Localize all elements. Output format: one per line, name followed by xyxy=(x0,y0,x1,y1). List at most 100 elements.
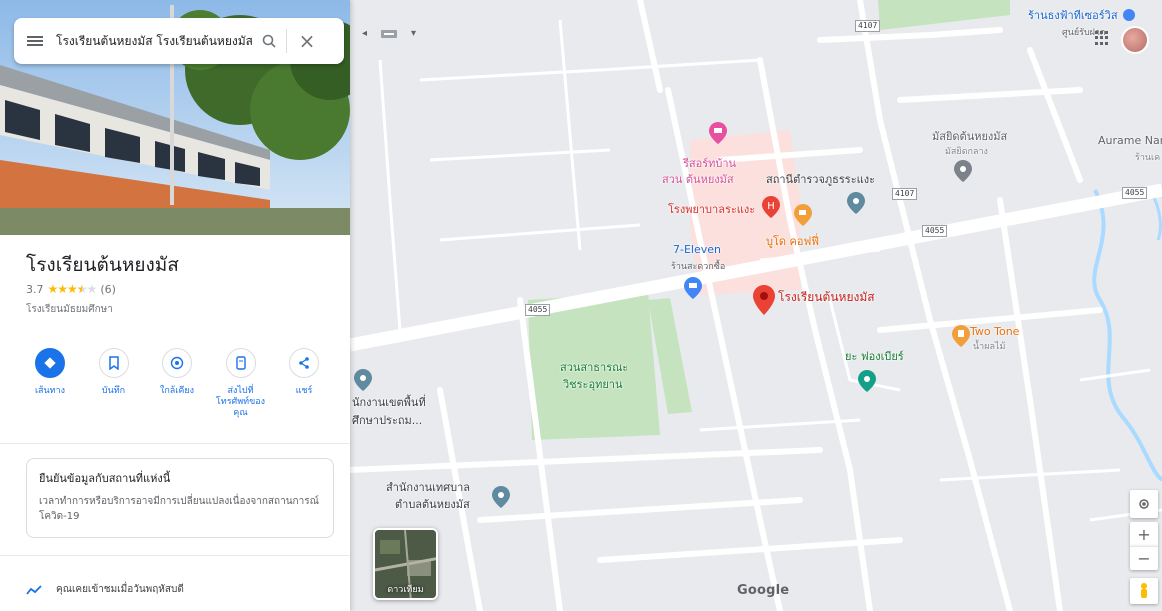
municipal-pin-icon[interactable] xyxy=(492,486,510,508)
search-box: × xyxy=(14,18,344,64)
close-icon: × xyxy=(298,29,316,53)
satellite-layer-toggle[interactable]: ดาวเทียม xyxy=(373,528,438,600)
store-pin-icon[interactable] xyxy=(684,277,702,299)
place-title: โรงเรียนต้นหยงมัส xyxy=(26,254,179,276)
map-label-police[interactable]: สถานีตำรวจภูธรระแงะ xyxy=(766,173,875,186)
map-label-park[interactable]: สวนสาธารณะ xyxy=(560,361,629,374)
place-side-panel: × โรงเรียนต้นหยงมัส 3.7 ★★★★★★ (6) โรงเร… xyxy=(0,0,350,611)
road-shield-4107: 4107 xyxy=(892,188,918,200)
cafe-pin-icon[interactable] xyxy=(794,204,812,226)
map-top-tools: ◂ ▾ xyxy=(362,28,416,39)
map-label-park-line2: วิชระอุทยาน xyxy=(563,378,623,391)
juice-pin-icon[interactable] xyxy=(952,325,970,347)
map-label-two-tone-sub: น้ำผลไม้ xyxy=(973,342,1006,352)
nearby-button[interactable]: ใกล้เคียง xyxy=(149,348,205,419)
minus-icon: − xyxy=(1137,549,1151,568)
map-label-municipal-line2: ตำบลต้นหยงมัส xyxy=(395,498,470,511)
map-label-office[interactable]: นักงานเขตพื้นที่ xyxy=(352,396,426,409)
review-count[interactable]: (6) xyxy=(100,282,116,296)
zoom-out-button[interactable]: − xyxy=(1130,546,1158,570)
map-label-seven-eleven[interactable]: 7-Eleven xyxy=(673,243,721,256)
menu-button[interactable] xyxy=(14,18,56,64)
pegman-icon xyxy=(1141,583,1147,598)
map-label-resort-line2: สวน ต้นหยงมัส xyxy=(662,173,734,186)
map-label-cafe[interactable]: บูโด คอฟฟี่ xyxy=(766,235,820,248)
map-label-shop[interactable]: ร้านธงฟ้าทีเซอร์วิส xyxy=(1028,9,1118,22)
chevron-down-icon[interactable]: ▾ xyxy=(411,28,417,39)
road-shield-4055: 4055 xyxy=(1122,187,1148,199)
share-icon xyxy=(299,357,309,369)
map-label-two-tone[interactable]: Two Tone xyxy=(970,325,1020,338)
shop-pin-icon[interactable] xyxy=(1122,8,1136,24)
keyboard-icon[interactable] xyxy=(381,29,398,39)
avatar[interactable] xyxy=(1121,26,1149,54)
send-to-phone-label: ส่งไปที่ โทรศัพท์ของ คุณ xyxy=(215,386,266,418)
rating-value: 3.7 xyxy=(26,282,44,296)
clear-search-button[interactable]: × xyxy=(287,18,327,64)
street-view-button[interactable] xyxy=(1130,578,1158,604)
search-icon xyxy=(262,34,276,48)
divider xyxy=(0,443,350,444)
selected-place-pin-icon[interactable] xyxy=(753,285,775,315)
directions-label: เส้นทาง xyxy=(34,386,66,396)
directions-icon xyxy=(44,357,56,369)
police-pin-icon[interactable] xyxy=(847,192,865,214)
map-label-school[interactable]: โรงเรียนต้นหยงมัส xyxy=(778,290,875,304)
save-circle xyxy=(98,348,129,378)
collapse-panel-icon[interactable]: ◂ xyxy=(362,28,368,39)
mosque-pin-icon[interactable] xyxy=(954,160,972,182)
search-button[interactable] xyxy=(252,18,286,64)
google-logo: Google xyxy=(737,583,790,598)
nearby-circle xyxy=(162,348,192,378)
visited-text: คุณเคยเข้าชมเมื่อวันพฤหัสบดี xyxy=(56,584,184,595)
satellite-label: ดาวเทียม xyxy=(387,585,424,595)
map-label-seven-eleven-sub: ร้านสะดวกซื้อ xyxy=(671,262,726,272)
map-label-office-line2: ศึกษาประถม... xyxy=(352,414,423,427)
visited-history-row[interactable]: คุณเคยเข้าชมเมื่อวันพฤหัสบดี xyxy=(26,582,184,597)
satellite-thumbnail-icon xyxy=(375,530,436,598)
nearby-icon xyxy=(170,356,184,370)
resort-pin-icon[interactable] xyxy=(709,122,727,144)
bookmark-icon xyxy=(108,356,119,370)
place-category[interactable]: โรงเรียนมัธยมศึกษา xyxy=(26,304,113,315)
share-button[interactable]: แชร์ xyxy=(276,348,332,419)
map-label-aurame[interactable]: Aurame Nar xyxy=(1098,134,1162,147)
plus-icon: + xyxy=(1137,524,1151,544)
road-shield-4055: 4055 xyxy=(922,225,948,237)
zoom-in-button[interactable]: + xyxy=(1130,522,1158,546)
office-pin-icon[interactable] xyxy=(354,369,372,391)
send-to-phone-icon xyxy=(235,356,246,370)
map-label-resort[interactable]: รีสอร์ทบ้าน xyxy=(683,157,737,170)
bakery-pin-icon[interactable] xyxy=(858,370,876,392)
action-buttons: เส้นทาง บันทึก ใกล้เคียง ส่งไปที่ โทรศัพ… xyxy=(22,348,332,419)
share-circle xyxy=(289,348,319,378)
save-label: บันทึก xyxy=(101,386,126,396)
save-button[interactable]: บันทึก xyxy=(86,348,142,419)
verify-info-card[interactable]: ยืนยันข้อมูลกับสถานที่แห่งนี้ เวลาทำการห… xyxy=(26,458,334,538)
rating-row: 3.7 ★★★★★★ (6) xyxy=(26,282,116,296)
my-location-icon xyxy=(1139,499,1149,509)
map-label-municipal[interactable]: สำนักงานเทศบาล xyxy=(386,481,471,494)
map-label-mosque-sub: มัสยิดกลาง xyxy=(945,147,988,157)
share-label: แชร์ xyxy=(295,386,313,396)
search-input[interactable] xyxy=(56,34,252,48)
hospital-pin-icon[interactable]: H xyxy=(762,196,780,218)
directions-circle xyxy=(35,348,65,378)
send-to-phone-button[interactable]: ส่งไปที่ โทรศัพท์ของ คุณ xyxy=(213,348,269,419)
my-location-button[interactable] xyxy=(1130,490,1158,518)
verify-title: ยืนยันข้อมูลกับสถานที่แห่งนี้ xyxy=(39,472,171,485)
hamburger-icon xyxy=(27,34,43,48)
map-label-hospital[interactable]: โรงพยาบาลระแงะ xyxy=(668,203,756,216)
road-shield-4055: 4055 xyxy=(525,304,551,316)
map-label-mosque[interactable]: มัสยิดต้นหยงมัส xyxy=(932,130,1008,143)
apps-grid-icon[interactable] xyxy=(1095,31,1109,45)
directions-button[interactable]: เส้นทาง xyxy=(22,348,78,419)
timeline-icon xyxy=(26,584,42,595)
nearby-label: ใกล้เคียง xyxy=(159,386,195,396)
send-to-phone-circle xyxy=(225,348,256,378)
map-label-bakery[interactable]: ยะ ฟองเบียร์ xyxy=(845,350,904,363)
map-label-aurame-sub: ร้านเค xyxy=(1135,153,1161,163)
search-divider xyxy=(286,29,287,53)
star-rating-icon: ★★★★★★ xyxy=(47,282,98,296)
